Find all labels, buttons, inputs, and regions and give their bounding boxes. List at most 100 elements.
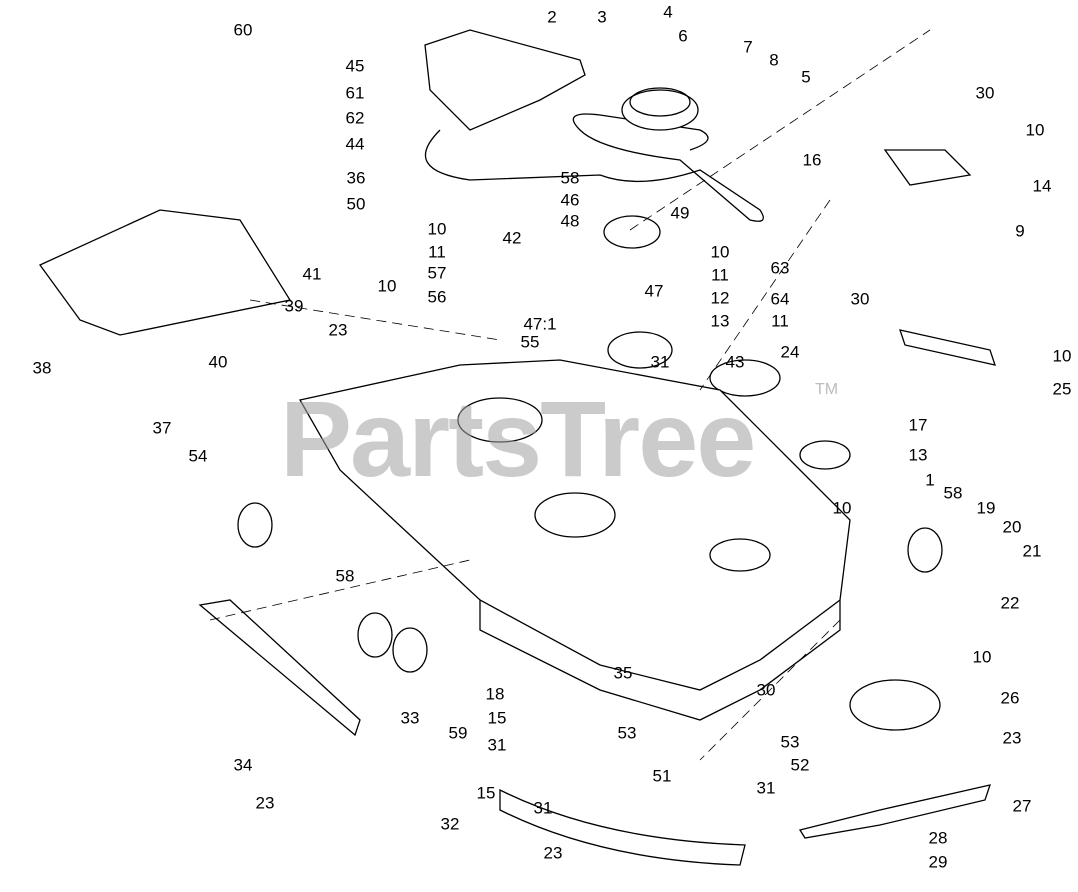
callout-13: 13 <box>710 311 730 331</box>
callout-11: 11 <box>771 311 789 331</box>
callout-14: 14 <box>1032 176 1052 196</box>
callout-35: 35 <box>613 663 633 683</box>
belt <box>424 113 764 222</box>
callout-38: 38 <box>32 358 52 378</box>
callout-11: 11 <box>428 242 446 262</box>
callout-37: 37 <box>152 418 172 438</box>
callout-31: 31 <box>650 352 670 372</box>
callout-54: 54 <box>188 446 208 466</box>
callout-56: 56 <box>427 287 447 307</box>
callout-42: 42 <box>502 228 522 248</box>
callout-40: 40 <box>208 352 228 372</box>
watermark: PartsTree <box>280 378 756 499</box>
callout-31: 31 <box>756 778 776 798</box>
callout-15: 15 <box>487 708 507 728</box>
callout-12: 12 <box>710 288 730 308</box>
discharge-chute <box>39 209 292 336</box>
callout-19: 19 <box>976 498 996 518</box>
callout-53: 53 <box>617 723 637 743</box>
callout-11: 11 <box>711 265 729 285</box>
callout-13: 13 <box>908 445 928 465</box>
callout-39: 39 <box>284 296 304 316</box>
callout-30: 30 <box>756 680 776 700</box>
idler-pulley-top <box>603 215 661 249</box>
callout-20: 20 <box>1002 517 1022 537</box>
callout-58: 58 <box>943 483 963 503</box>
callout-23: 23 <box>328 320 348 340</box>
callout-1: 1 <box>925 470 935 490</box>
callout-63: 63 <box>770 258 790 278</box>
callout-31: 31 <box>533 798 553 818</box>
callout-29: 29 <box>928 852 948 872</box>
callout-5: 5 <box>801 67 811 87</box>
callout-58: 58 <box>335 566 355 586</box>
callout-25: 25 <box>1052 379 1072 399</box>
callout-22: 22 <box>1000 593 1020 613</box>
callout-61: 61 <box>345 83 365 103</box>
callout-21: 21 <box>1022 541 1042 561</box>
callout-52: 52 <box>790 755 810 775</box>
callout-10: 10 <box>832 498 852 518</box>
callout-58: 58 <box>560 168 580 188</box>
callout-10: 10 <box>710 242 730 262</box>
callout-9: 9 <box>1015 221 1025 241</box>
callout-15: 15 <box>476 783 496 803</box>
callout-17: 17 <box>908 415 928 435</box>
pulley-24 <box>709 359 781 397</box>
callout-18: 18 <box>485 684 505 704</box>
clutch-pulley <box>621 89 699 131</box>
callout-23: 23 <box>1002 728 1022 748</box>
callout-32: 32 <box>440 814 460 834</box>
callout-30: 30 <box>850 289 870 309</box>
callout-28: 28 <box>928 828 948 848</box>
callout-47: 47 <box>644 281 664 301</box>
callout-59: 59 <box>448 723 468 743</box>
callout-51: 51 <box>652 766 672 786</box>
callout-41: 41 <box>302 264 322 284</box>
spindle <box>849 679 941 731</box>
pulley-17 <box>799 440 851 470</box>
callout-44: 44 <box>345 134 365 154</box>
callout-48: 48 <box>560 211 580 231</box>
callout-60: 60 <box>233 20 253 40</box>
callout-43: 43 <box>725 352 745 372</box>
watermark-tm: TM <box>815 381 839 398</box>
callout-49: 49 <box>670 203 690 223</box>
callout-7: 7 <box>743 37 753 57</box>
callout-27: 27 <box>1012 796 1032 816</box>
callout-24: 24 <box>780 342 800 362</box>
callout-10: 10 <box>1052 346 1072 366</box>
gauge-wheel <box>237 502 273 548</box>
rear-roller-bar <box>198 599 361 737</box>
callout-33: 33 <box>400 708 420 728</box>
deck-pulley-center <box>534 492 616 538</box>
callout-23: 23 <box>255 793 275 813</box>
callout-6: 6 <box>678 26 688 46</box>
callout-10: 10 <box>1025 120 1045 140</box>
callout-50: 50 <box>346 194 366 214</box>
callout-36: 36 <box>346 168 366 188</box>
baffle-32 <box>499 788 746 866</box>
callout-47-1: 47:1 <box>523 314 557 334</box>
callout-4: 4 <box>663 2 673 22</box>
bracket-14 <box>883 149 972 186</box>
callout-34: 34 <box>233 755 253 775</box>
callout-45: 45 <box>345 56 365 76</box>
callout-8: 8 <box>769 50 779 70</box>
callout-46: 46 <box>560 190 580 210</box>
belt-cover <box>424 29 586 131</box>
callout-57: 57 <box>427 263 447 283</box>
callout-31: 31 <box>487 735 507 755</box>
callout-62: 62 <box>345 108 365 128</box>
callout-10: 10 <box>377 276 397 296</box>
callout-10: 10 <box>427 219 447 239</box>
callout-26: 26 <box>1000 688 1020 708</box>
callout-64: 64 <box>770 289 790 309</box>
idler-pulley-mid <box>607 331 673 369</box>
callout-3: 3 <box>597 7 607 27</box>
callout-2: 2 <box>547 7 557 27</box>
bracket-25 <box>899 329 996 366</box>
deck-pulley-left <box>457 397 543 443</box>
